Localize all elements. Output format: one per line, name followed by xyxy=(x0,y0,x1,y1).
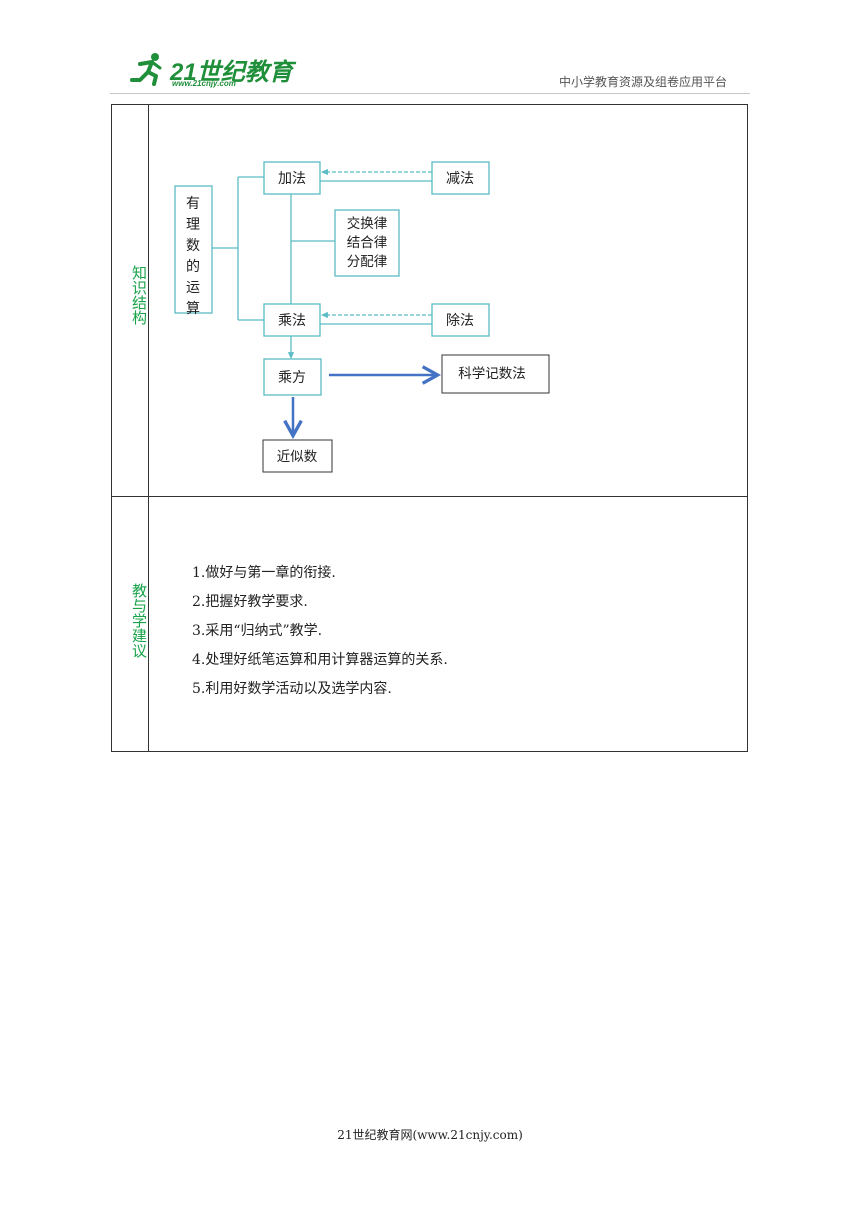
content-table: 知识结构 教与学建议 xyxy=(111,104,748,752)
column-divider xyxy=(148,105,149,751)
section-label-teaching-suggestions: 教与学建议 xyxy=(130,583,148,658)
logo: 21世纪教育 www.21cnjy.com xyxy=(128,50,293,94)
logo-text: 21世纪教育 xyxy=(170,59,293,86)
platform-name: 中小学教育资源及组卷应用平台 xyxy=(558,75,727,89)
suggestion-item: 5.利用好数学活动以及选学内容. xyxy=(192,681,392,697)
suggestion-item: 1.做好与第一章的衔接. xyxy=(192,565,336,581)
section-label-knowledge-structure: 知识结构 xyxy=(130,265,148,325)
logo-url: www.21cnjy.com xyxy=(172,79,236,88)
page-header: 21世纪教育 www.21cnjy.com 中小学教育资源及组卷应用平台 xyxy=(0,0,860,100)
row-divider xyxy=(112,496,747,497)
runner-icon xyxy=(130,53,162,86)
teaching-suggestions-list: 1.做好与第一章的衔接. 2.把握好教学要求. 3.采用“归纳式”教学. 4.处… xyxy=(192,559,448,704)
suggestion-item: 3.采用“归纳式”教学. xyxy=(192,623,323,639)
header-divider xyxy=(110,93,750,94)
suggestion-item: 4.处理好纸笔运算和用计算器运算的关系. xyxy=(192,652,448,668)
suggestion-item: 2.把握好教学要求. xyxy=(192,594,308,610)
page-footer: 21世纪教育网(www.21cnjy.com) xyxy=(337,1128,523,1142)
